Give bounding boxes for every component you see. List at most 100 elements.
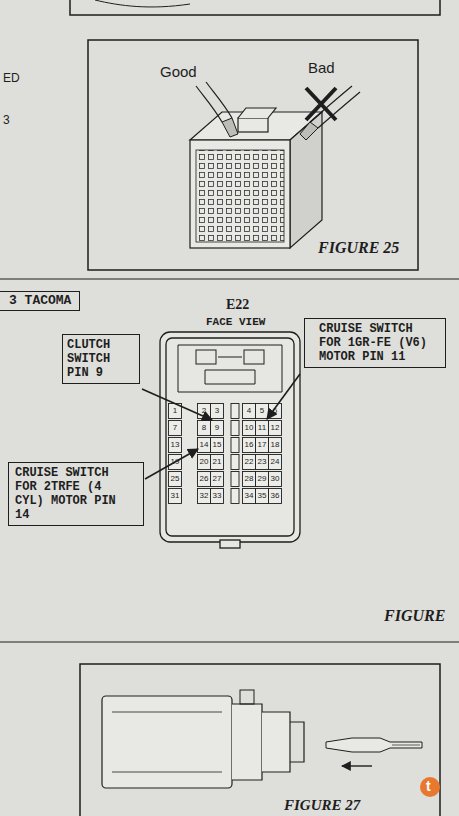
pin-cell (256, 472, 269, 487)
probe-label: Bad (308, 60, 335, 75)
pin-number: 10 (245, 424, 254, 432)
pin-cell (231, 404, 239, 419)
pin-cell (243, 472, 256, 487)
pin-cell (256, 421, 269, 436)
pin-cell (243, 404, 256, 419)
pin-cell (243, 455, 256, 470)
pin-cell (256, 455, 269, 470)
callout-box: CLUTCH SWITCH PIN 9 (62, 334, 140, 384)
pin-number: 36 (271, 492, 280, 500)
pin-cell (243, 421, 256, 436)
pin-number: 7 (173, 424, 177, 432)
figure-frame (80, 664, 440, 816)
leader-arrow (142, 389, 212, 420)
callout-text: CRUISE SWITCH FOR 1GR-FE (V6) MOTOR PIN … (319, 322, 431, 364)
pin-cell (231, 472, 239, 487)
pin-number: 25 (171, 475, 180, 483)
pin-number: 1 (173, 407, 177, 415)
pin-cell (198, 455, 211, 470)
pin-number: 14 (200, 441, 209, 449)
pin-cell (198, 438, 211, 453)
terminal-pin (326, 738, 422, 752)
pin-number: 8 (202, 424, 206, 432)
pin-cell (269, 489, 282, 504)
callout-text: CLUTCH SWITCH PIN 9 (67, 338, 135, 380)
pin-cell (243, 438, 256, 453)
pin-number: 22 (245, 458, 254, 466)
pin-cell (269, 404, 282, 419)
pin-cell (211, 472, 224, 487)
pin-number: 33 (213, 492, 222, 500)
pin-cell (169, 472, 182, 487)
pin-number: 30 (271, 475, 280, 483)
connector-side-view (102, 690, 304, 788)
pin-number: 4 (247, 407, 251, 415)
pin-number: 11 (258, 424, 266, 432)
pin-number: 19 (171, 458, 180, 466)
badge-letter: t (426, 779, 431, 793)
pin-cell (256, 438, 269, 453)
pin-cell (169, 421, 182, 436)
pin-cells (169, 404, 282, 504)
pin-number: 16 (245, 441, 254, 449)
pin-cell (198, 489, 211, 504)
pin-number: 20 (200, 458, 209, 466)
connector-illustration (190, 108, 322, 248)
pin-number: 21 (213, 458, 222, 466)
pin-cell (169, 489, 182, 504)
pin-cell (243, 489, 256, 504)
pin-cell (198, 472, 211, 487)
pin-cell (269, 472, 282, 487)
view-label: FACE VIEW (206, 317, 265, 328)
previous-figure-wire (95, 0, 190, 7)
pin-number: 29 (258, 475, 267, 483)
connector-code: E22 (226, 298, 249, 312)
pin-cell (231, 421, 239, 436)
insert-arrow (342, 765, 372, 766)
probe-label: Good (160, 64, 197, 79)
pin-cell (211, 455, 224, 470)
pin-number: 9 (215, 424, 219, 432)
pin-cell (211, 421, 224, 436)
pin-number: 15 (213, 441, 222, 449)
previous-figure-frame (70, 0, 440, 15)
pin-cell (211, 438, 224, 453)
e22-connector-face (160, 332, 300, 548)
margin-fragment: ED (3, 72, 20, 84)
model-tag-box: 3 TACOMA (0, 291, 80, 311)
pin-number: 2 (202, 407, 206, 415)
pin-cell (231, 455, 239, 470)
pin-cell (269, 438, 282, 453)
pin-number: 31 (171, 492, 180, 500)
pin-cell (256, 404, 269, 419)
figure-caption: FIGURE 25 (318, 240, 399, 256)
figure-frame (88, 40, 418, 270)
section-rule (0, 642, 459, 643)
pin-number: 32 (200, 492, 209, 500)
pin-number: 34 (245, 492, 254, 500)
bad-probe (300, 86, 360, 140)
pin-number: 27 (213, 475, 222, 483)
pin-number: 23 (258, 458, 267, 466)
pin-cell (231, 438, 239, 453)
pin-number: 28 (245, 475, 254, 483)
pin-number: 18 (271, 441, 280, 449)
pin-cell (169, 438, 182, 453)
pin-cell (256, 489, 269, 504)
pin-cell (211, 404, 224, 419)
badge-circle (420, 777, 440, 797)
margin-fragment: 3 (3, 114, 10, 126)
pin-cell (211, 489, 224, 504)
pin-number: 3 (215, 407, 219, 415)
pin-cell (269, 455, 282, 470)
pin-cell (231, 489, 239, 504)
x-mark (306, 88, 336, 120)
figure-caption: FIGURE 27 (284, 798, 360, 813)
figure-caption: FIGURE (384, 608, 445, 624)
callout-box: CRUISE SWITCH FOR 2TRFE (4 CYL) MOTOR PI… (8, 462, 144, 526)
section-rule (0, 279, 459, 280)
pin-number: 6 (273, 407, 277, 415)
leader-arrow (267, 374, 300, 419)
